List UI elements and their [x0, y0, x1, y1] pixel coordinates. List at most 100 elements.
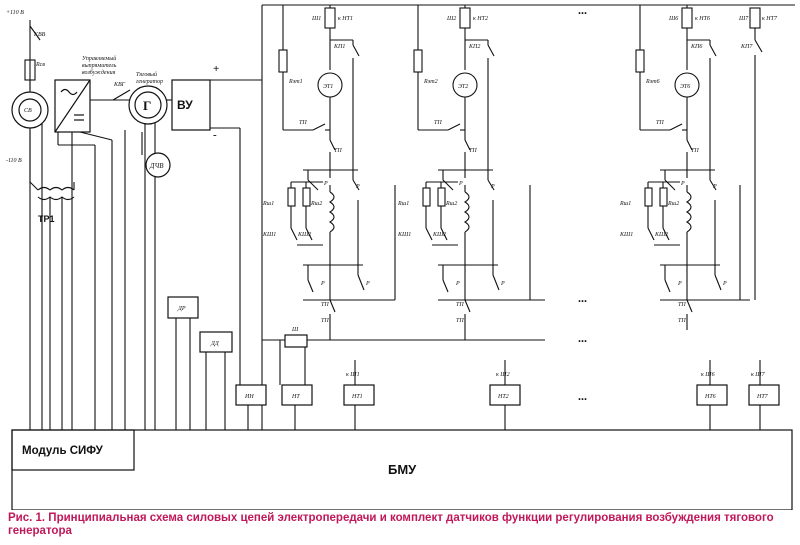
- ellipsis-sensors: ...: [578, 389, 587, 403]
- exciter-label-2: выпрямитель: [82, 63, 117, 69]
- svg-text:Р: Р: [320, 281, 325, 287]
- excitation-wiring: [24, 4, 795, 430]
- traction-unit-2: [413, 4, 529, 331]
- svg-text:ТП: ТП: [469, 148, 477, 154]
- svg-text:Ш1: Ш1: [311, 16, 321, 22]
- ellipsis-mid: ...: [578, 291, 587, 305]
- svg-text:Р: Р: [722, 281, 727, 287]
- svg-text:КШ2: КШ2: [297, 232, 311, 238]
- svg-text:Rэт1: Rэт1: [288, 79, 303, 85]
- svg-text:КШ2: КШ2: [654, 232, 668, 238]
- svg-text:Rш1: Rш1: [619, 201, 631, 207]
- modul-sifu-label: Модуль СИФУ: [22, 445, 104, 457]
- sensor-nt2: НТ2: [497, 394, 509, 400]
- svg-text:Ш2: Ш2: [446, 16, 456, 22]
- dd-label: ДД: [210, 341, 220, 347]
- svg-text:ЭТ2: ЭТ2: [458, 84, 468, 90]
- unit-1-labels: Ш1 к НТ1 КП1 Rэт1 ЭТ1 ТП ТП Р Р Rш1 Rш2 …: [262, 16, 370, 324]
- rectifier-symbol: [60, 88, 84, 121]
- svg-text:ЭТ1: ЭТ1: [323, 84, 333, 90]
- sensor-in: ИН: [244, 394, 254, 400]
- dchv-label: ДЧВ: [149, 162, 164, 170]
- sensor-nt6: НТ6: [704, 394, 716, 400]
- svg-text:Р: Р: [680, 181, 685, 187]
- shunt-7: [749, 7, 763, 300]
- tr1-label: ТР1: [38, 214, 55, 224]
- svg-text:Rш1: Rш1: [262, 201, 274, 207]
- unit-2-labels: Ш2 к НТ2 КП2 Rэт2 ЭТ2 ТП ТП Р Р Rш1 Rш2 …: [397, 16, 505, 324]
- rsv-label: Rсв: [35, 62, 45, 68]
- sensor-note-7: к Ш7: [751, 372, 766, 378]
- svg-text:КП2: КП2: [468, 44, 480, 50]
- sensor-note-1: к Ш1: [346, 372, 360, 378]
- svg-text:к НТ1: к НТ1: [338, 16, 353, 22]
- exciter-label-1: Управляемый: [82, 55, 116, 62]
- sv-label: СВ: [24, 108, 32, 114]
- exciter-label-3: возбуждения: [82, 69, 116, 76]
- svg-text:Р: Р: [458, 181, 463, 187]
- svg-text:Р: Р: [365, 281, 370, 287]
- sensor-nt7: НТ7: [756, 394, 769, 400]
- svg-text:КШ1: КШ1: [262, 232, 276, 238]
- gen-label-2: генератор: [136, 79, 163, 85]
- supply-bottom-label: -110 В: [6, 158, 22, 164]
- kvg-label: КВГ: [113, 82, 126, 88]
- vu-label: ВУ: [177, 98, 193, 112]
- svg-text:Р: Р: [490, 184, 495, 190]
- components: [11, 79, 793, 510]
- to-nt7-label: к НТ7: [762, 16, 778, 22]
- supply-top-label: +110 В: [6, 10, 24, 16]
- svg-text:ТП: ТП: [656, 120, 664, 126]
- sensor-note-6: к Ш6: [701, 372, 715, 378]
- svg-text:ТП: ТП: [321, 318, 329, 324]
- plus-label: +: [213, 63, 219, 75]
- ellipsis-top: ...: [578, 3, 587, 17]
- gen-label-1: Тяговый: [136, 71, 157, 78]
- traction-unit-1: [278, 4, 394, 331]
- svg-text:КП6: КП6: [690, 44, 702, 50]
- svg-text:ТП: ТП: [456, 302, 464, 308]
- svg-text:ТП: ТП: [334, 148, 342, 154]
- svg-text:Р: Р: [500, 281, 505, 287]
- svg-text:Р: Р: [677, 281, 682, 287]
- ellipsis-low: ...: [578, 331, 587, 345]
- svg-text:ТП: ТП: [691, 148, 699, 154]
- svg-text:Ш6: Ш6: [668, 16, 678, 22]
- svg-text:КШ1: КШ1: [619, 232, 633, 238]
- svg-text:Р: Р: [712, 184, 717, 190]
- svg-text:ТП: ТП: [678, 302, 686, 308]
- circuit-diagram: +110 В -110 В КВВ Rсв СВ ТР1 Управляемый…: [6, 3, 795, 510]
- svg-text:КШ1: КШ1: [397, 232, 411, 238]
- svg-text:ТП: ТП: [456, 318, 464, 324]
- svg-text:Р: Р: [355, 184, 360, 190]
- svg-text:к НТ2: к НТ2: [473, 16, 488, 22]
- svg-text:ТП: ТП: [678, 318, 686, 324]
- svg-text:Rш2: Rш2: [667, 201, 679, 207]
- traction-unit-6: [635, 4, 751, 331]
- kp7-label: КП7: [740, 44, 753, 50]
- figure-caption: Рис. 1. Принципиальная схема силовых цеп…: [8, 512, 774, 537]
- svg-text:КШ2: КШ2: [432, 232, 446, 238]
- sh-label: Ш: [291, 327, 299, 333]
- svg-text:Rэт2: Rэт2: [423, 79, 438, 85]
- svg-text:ТП: ТП: [434, 120, 442, 126]
- sensor-nt: НТ: [291, 394, 300, 400]
- sh7-label: Ш7: [738, 16, 749, 22]
- minus-label: -: [213, 129, 217, 141]
- svg-text:к НТ6: к НТ6: [695, 16, 710, 22]
- svg-text:Rш2: Rш2: [310, 201, 322, 207]
- unit-6-labels: Ш6 к НТ6 КП6 Rэт6 ЭТ6 ТП ТП Р Р Rш1 Rш2 …: [619, 16, 727, 324]
- svg-text:Rш2: Rш2: [445, 201, 457, 207]
- sensor-nt1: НТ1: [351, 394, 363, 400]
- svg-text:Rэт6: Rэт6: [645, 79, 660, 85]
- dr-label: ДР: [177, 306, 186, 312]
- kvv-label: КВВ: [33, 32, 46, 38]
- svg-text:КП1: КП1: [333, 44, 345, 50]
- gen-symbol: Г: [143, 98, 151, 113]
- svg-text:ЭТ6: ЭТ6: [680, 84, 690, 90]
- svg-text:ТП: ТП: [299, 120, 307, 126]
- svg-text:ТП: ТП: [321, 302, 329, 308]
- svg-text:Р: Р: [455, 281, 460, 287]
- bmu-label: БМУ: [388, 462, 417, 477]
- sensor-note-2: к Ш2: [496, 372, 510, 378]
